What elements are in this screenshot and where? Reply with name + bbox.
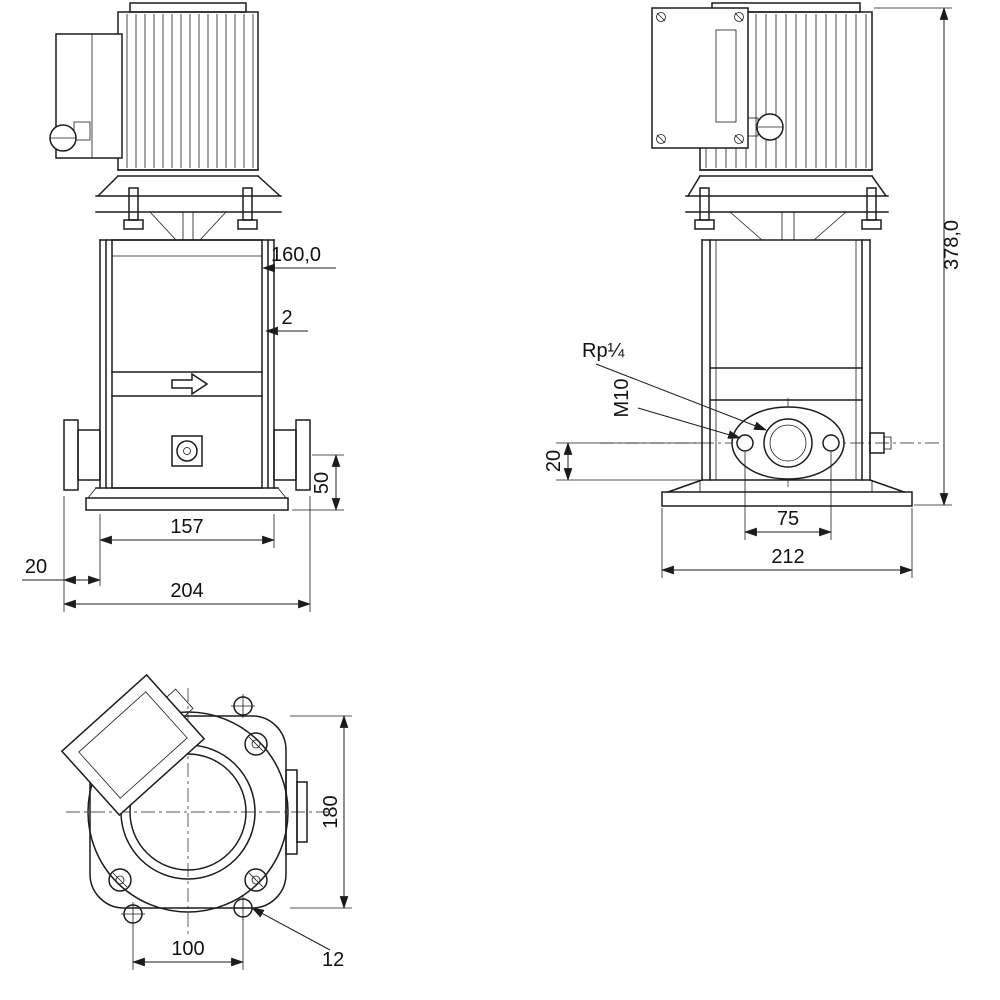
side-terminal-box (651, 7, 784, 149)
side-dim-base-offset: 20 (543, 441, 700, 482)
dim-label-overall-width: 204 (170, 580, 203, 602)
side-dim-base-width: 212 (660, 508, 914, 578)
side-lantern (685, 169, 889, 241)
drain-plug (171, 435, 203, 467)
dim-label-body-width: 157 (170, 516, 203, 538)
front-dim-stage-diameter: 160,0 (261, 244, 336, 273)
dim-label-wall-thickness: 2 (281, 307, 292, 329)
top-dim-flange-size: 180 (290, 714, 352, 910)
side-dim-bolt-thread: M10 (611, 379, 742, 439)
front-dim-body-width: 157 (98, 514, 276, 548)
top-port (285, 769, 308, 855)
top-dim-hole-diameter: 12 (251, 907, 344, 971)
discharge-port (273, 419, 311, 491)
front-lantern (95, 169, 282, 241)
oval-flange (731, 406, 845, 480)
front-base (85, 487, 289, 511)
dim-label-bolt-spacing: 75 (777, 508, 799, 530)
dim-label-bolt-thread: M10 (611, 379, 633, 418)
front-dim-overall-width: 204 (62, 496, 312, 612)
lantern-bolt-left (123, 187, 144, 230)
lantern-bolt-right (861, 187, 882, 230)
top-view: 180 100 12 (60, 673, 352, 971)
dim-label-stage-diameter: 160,0 (271, 244, 321, 266)
dim-label-base-width: 212 (771, 546, 804, 568)
side-plug (869, 432, 892, 454)
flange-bolt-hole-right (822, 434, 840, 452)
dim-label-hole-diameter: 12 (322, 949, 344, 971)
front-dim-wall-thickness: 2 (264, 307, 308, 336)
box-corner-screws (656, 12, 744, 144)
dim-label-overall-height: 378,0 (941, 220, 963, 270)
side-dim-bolt-spacing: 75 (743, 452, 833, 540)
side-view: 378,0 Rp¼ M10 20 75 212 (543, 2, 963, 578)
side-dim-gauge-port: Rp¼ (582, 340, 768, 431)
dim-label-flange-size: 180 (320, 795, 342, 828)
top-dim-hole-spacing: 100 (131, 919, 245, 970)
dim-label-gauge-port: Rp¼ (582, 340, 625, 362)
front-pump-body (63, 239, 311, 491)
dim-label-port-offset: 20 (25, 556, 47, 578)
dim-label-hole-spacing: 100 (171, 938, 204, 960)
flange-bolt-hole-left (736, 434, 754, 452)
flow-direction-arrow-icon (171, 372, 209, 396)
front-view: 160,0 2 50 157 20 204 (22, 2, 344, 612)
top-mounting-holes (121, 694, 255, 926)
dim-label-port-height: 50 (311, 472, 333, 494)
front-terminal-box (49, 33, 123, 159)
suction-port (63, 419, 101, 491)
side-dim-overall-height: 378,0 (874, 6, 963, 507)
lantern-bolt-right (237, 187, 258, 230)
lantern-bolt-left (694, 187, 715, 230)
side-base (661, 479, 913, 507)
front-motor (117, 2, 259, 171)
front-dim-port-offset: 20 (22, 496, 102, 586)
side-pump-body (600, 239, 940, 490)
motor-fins (126, 14, 254, 168)
front-dim-port-height: 50 (292, 453, 344, 512)
top-terminal-box (60, 673, 206, 817)
dim-label-base-offset: 20 (543, 450, 565, 472)
